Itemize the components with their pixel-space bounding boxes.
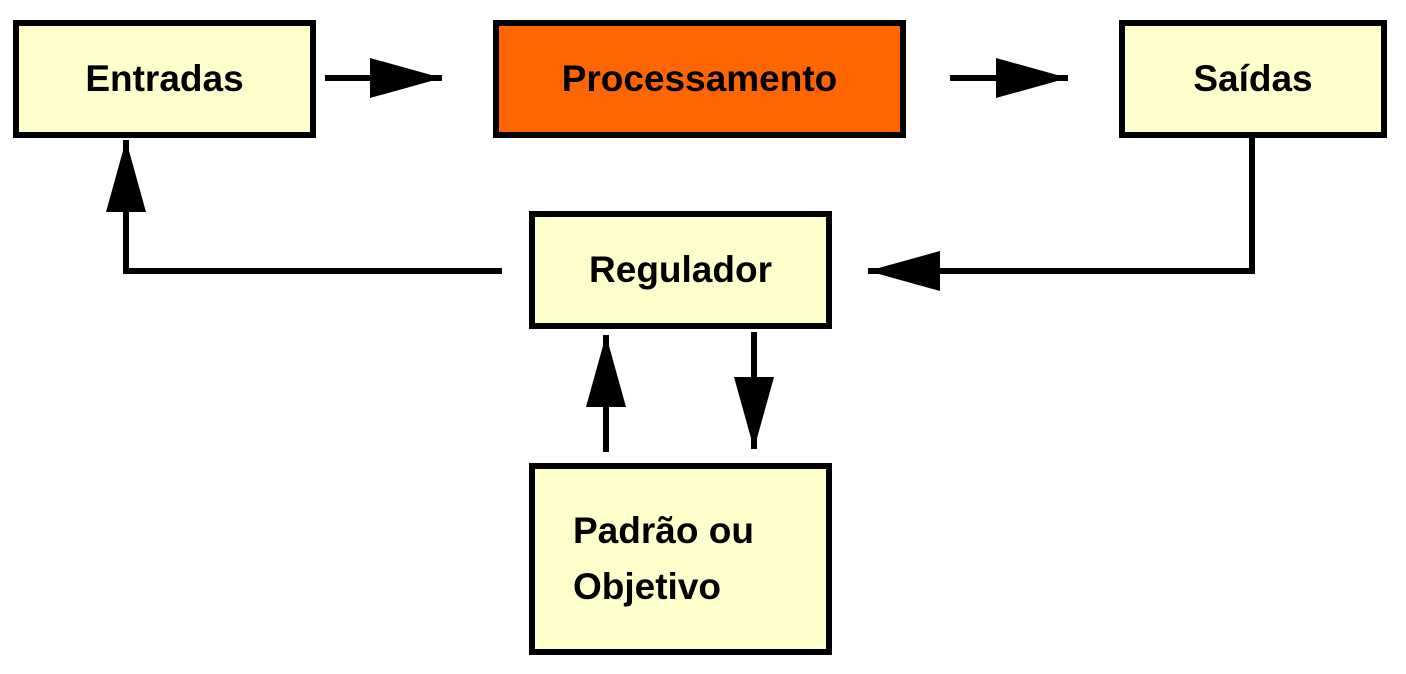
node-padrao-ou-objetivo: Padrão ou Objetivo [529,463,832,655]
arrow-saidas-to-regulador [868,138,1255,291]
arrow-regulador-to-entradas [106,140,502,274]
node-processamento: Processamento [493,20,906,138]
node-label: Saídas [1193,58,1313,99]
node-saidas: Saídas [1119,20,1387,138]
node-regulador: Regulador [529,211,832,329]
node-label: Processamento [561,58,838,99]
node-label: Entradas [85,58,244,99]
node-label: Padrão ou Objetivo [573,510,754,607]
node-entradas: Entradas [13,20,316,138]
node-label: Regulador [589,249,772,290]
